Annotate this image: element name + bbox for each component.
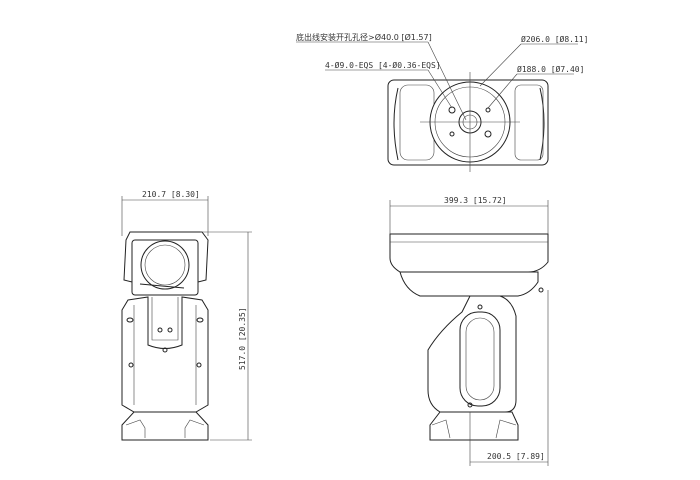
lens-window xyxy=(140,240,190,290)
cable-hole-note: 底出线安装开孔孔径>Ø40.0 [Ø1.57] xyxy=(296,32,432,42)
width-label: 210.7 [8.30] xyxy=(142,190,200,199)
height-label: 517.0 [20.35] xyxy=(238,307,247,370)
top-view xyxy=(387,72,549,172)
front-view-dimensions: 210.7 [8.30] 517.0 [20.35] xyxy=(121,190,252,441)
top-view-callouts: 底出线安装开孔孔径>Ø40.0 [Ø1.57] 4-Ø9.0-EQS [4-Ø0… xyxy=(296,32,588,121)
outer-diameter-label: Ø206.0 [Ø8.11] xyxy=(521,34,588,44)
mount-holes-label: 4-Ø9.0-EQS [4-Ø0.36-EQS] xyxy=(325,60,441,70)
pedestal-oval xyxy=(459,311,501,407)
bolt-circle-label: Ø188.0 [Ø7.40] xyxy=(517,64,584,74)
front-view xyxy=(121,231,209,441)
side-view-dimensions: 399.3 [15.72] 200.5 [7.89] xyxy=(389,196,549,466)
length-label: 399.3 [15.72] xyxy=(444,196,507,205)
side-view xyxy=(389,233,549,441)
offset-label: 200.5 [7.89] xyxy=(487,452,545,461)
